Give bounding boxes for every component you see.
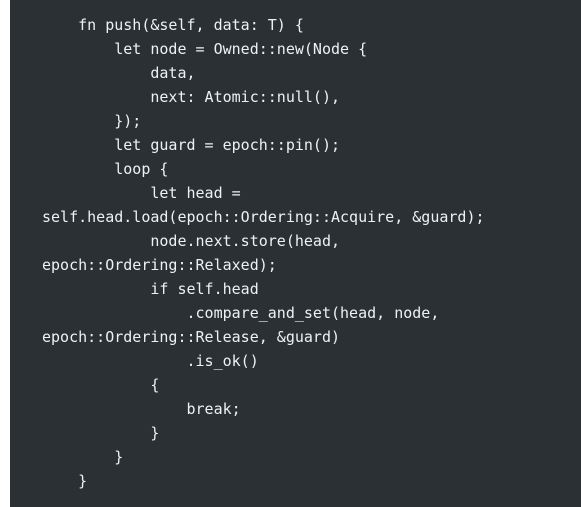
code-content: fn push(&self, data: T) { let node = Own… bbox=[42, 13, 485, 493]
code-line: epoch::Ordering::Relaxed); bbox=[42, 256, 277, 274]
code-line: } bbox=[42, 424, 160, 442]
code-line: self.head.load(epoch::Ordering::Acquire,… bbox=[42, 208, 485, 226]
code-line: fn push(&self, data: T) { bbox=[42, 16, 304, 34]
code-line: .is_ok() bbox=[42, 352, 259, 370]
code-line: let head = bbox=[42, 184, 241, 202]
code-block: fn push(&self, data: T) { let node = Own… bbox=[10, 0, 581, 507]
code-line: }); bbox=[42, 112, 142, 130]
code-line: break; bbox=[42, 400, 241, 418]
code-line: if self.head bbox=[42, 280, 259, 298]
code-line: let node = Owned::new(Node { bbox=[42, 40, 368, 58]
code-line: node.next.store(head, bbox=[42, 232, 341, 250]
code-line: epoch::Ordering::Release, &guard) bbox=[42, 328, 341, 346]
code-line: } bbox=[42, 472, 88, 490]
code-line: .compare_and_set(head, node, bbox=[42, 304, 440, 322]
code-line: data, bbox=[42, 64, 196, 82]
code-line: loop { bbox=[42, 160, 169, 178]
code-line: next: Atomic::null(), bbox=[42, 88, 341, 106]
code-line: } bbox=[42, 448, 124, 466]
code-line: { bbox=[42, 376, 160, 394]
code-line: let guard = epoch::pin(); bbox=[42, 136, 341, 154]
